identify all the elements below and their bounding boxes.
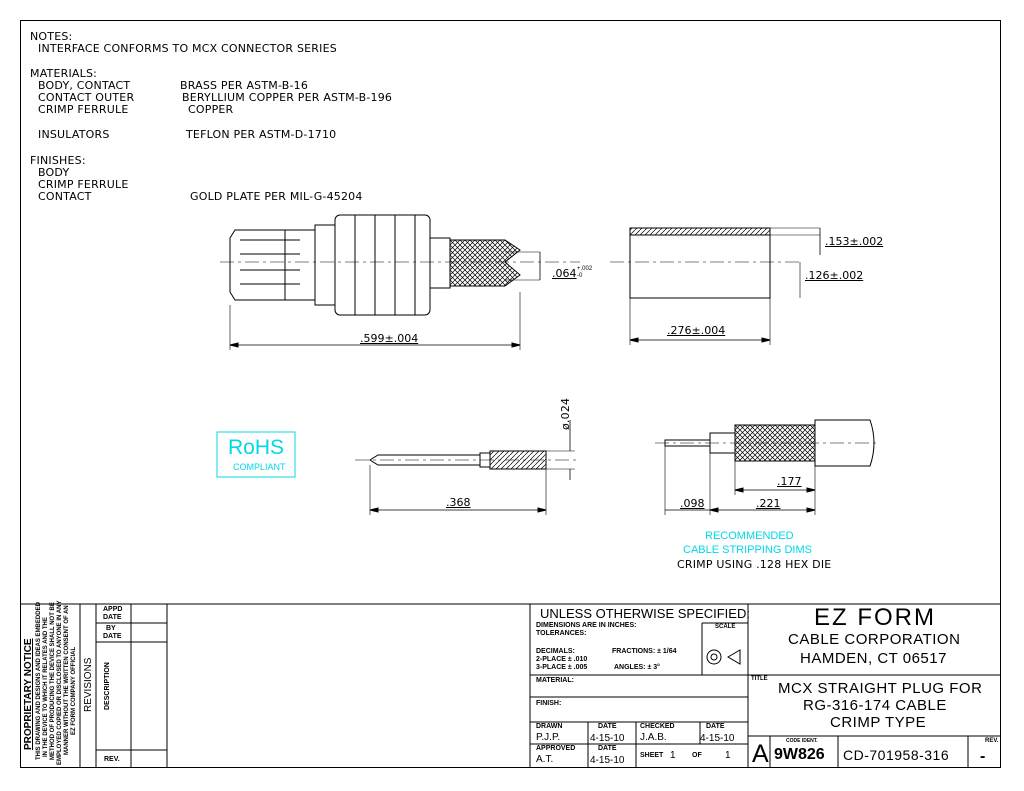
sheet-total: 1 bbox=[725, 750, 731, 761]
rohs-title: RoHS bbox=[228, 436, 285, 459]
title-label: TITLE bbox=[751, 676, 768, 682]
dim-strip-a: .177 bbox=[777, 475, 802, 488]
material-label: CONTACT OUTER bbox=[38, 91, 135, 104]
crimp-sleeve-drawing bbox=[610, 227, 821, 345]
proprietary-line: EMPLOYED COPIED OR DISCLOSED TO ANYONE I… bbox=[57, 600, 63, 765]
dim-sleeve-od: .153±.002 bbox=[825, 235, 884, 248]
material-value: BERYLLIUM COPPER PER ASTM-B-196 bbox=[182, 91, 393, 104]
drawn-date-label: DATE bbox=[598, 723, 617, 730]
rohs-compliant: COMPLIANT bbox=[233, 462, 286, 472]
proprietary-title: PROPRIETARY NOTICE bbox=[23, 638, 34, 751]
tolerance-tolerances: TOLERANCES: bbox=[536, 630, 587, 637]
company-line2: CABLE CORPORATION bbox=[788, 631, 961, 648]
approved-date-label: DATE bbox=[598, 745, 617, 752]
sheet-num: 1 bbox=[670, 750, 676, 761]
projection-symbol bbox=[706, 649, 741, 665]
checked-label: CHECKED bbox=[640, 723, 675, 730]
material-field: MATERIAL: bbox=[536, 677, 574, 684]
dim-ferrule-tol-minus: -0 bbox=[577, 273, 583, 279]
tolerance-angles: ANGLES: ± 3° bbox=[614, 664, 660, 671]
tolerance-dims: DIMENSIONS ARE IN INCHES: bbox=[536, 622, 637, 629]
finish-value: GOLD PLATE PER MIL-G-45204 bbox=[190, 190, 363, 203]
tolerance-fractions: FRACTIONS: ± 1/64 bbox=[612, 648, 677, 655]
proprietary-line: EZ FORM COMPANY OFFICIAL bbox=[71, 646, 77, 735]
material-label: CRIMP FERRULE bbox=[38, 103, 129, 116]
dim-sleeve-id: .126±.002 bbox=[805, 269, 864, 282]
sheet-of: OF bbox=[692, 752, 702, 759]
drawn-date: 4-15-10 bbox=[590, 733, 625, 744]
title-line3: CRIMP TYPE bbox=[830, 714, 927, 731]
company-name: EZ FORM bbox=[814, 604, 936, 631]
material-value: COPPER bbox=[188, 103, 234, 116]
rohs-box bbox=[216, 431, 296, 478]
dim-strip-c: .098 bbox=[680, 497, 705, 510]
tolerance-heading: UNLESS OTHERWISE SPECIFIED: bbox=[540, 606, 750, 621]
rev-label: REV. bbox=[985, 738, 999, 744]
approved-by: A.T. bbox=[536, 754, 554, 765]
material-label: BODY, CONTACT bbox=[38, 79, 131, 92]
finish-label: CRIMP FERRULE bbox=[38, 178, 129, 191]
plug-body-drawing bbox=[220, 214, 580, 350]
sheet-label: SHEET bbox=[640, 752, 664, 759]
rev-date1: DATE bbox=[103, 614, 122, 621]
dim-ferrule-dia: .064 bbox=[552, 267, 577, 280]
rev-by: BY bbox=[106, 625, 116, 632]
dim-sleeve-length: .276±.004 bbox=[667, 324, 726, 337]
dim-ferrule-tol-plus: +.002 bbox=[577, 266, 593, 272]
notes-interface: INTERFACE CONFORMS TO MCX CONNECTOR SERI… bbox=[38, 42, 337, 55]
dim-pin-length: .368 bbox=[446, 496, 471, 509]
proprietary-line: MANNER WITHOUT THE WRITTEN CONSENT OF AN bbox=[64, 605, 70, 755]
material-value: TEFLON PER ASTM-D-1710 bbox=[186, 128, 337, 141]
approved-date: 4-15-10 bbox=[590, 755, 625, 766]
drawing-sheet bbox=[20, 20, 1001, 768]
cable-stripping-drawing bbox=[655, 419, 880, 515]
revisions-label: REVISIONS bbox=[83, 657, 94, 712]
rev-appd: APPD bbox=[103, 606, 123, 613]
checked-date-label: DATE bbox=[706, 723, 725, 730]
stripping-line2: CABLE STRIPPING DIMS bbox=[683, 544, 812, 556]
drawn-by: P.J.P. bbox=[536, 732, 561, 743]
crimp-note: CRIMP USING .128 HEX DIE bbox=[677, 558, 832, 571]
tolerance-three-place: 3-PLACE ± .005 bbox=[536, 664, 588, 671]
approved-label: APPROVED bbox=[536, 745, 576, 752]
proprietary-line: METHOD OF PRODUCING THE DEVICE SHALL NOT… bbox=[50, 602, 56, 760]
title-line2: RG-316-174 CABLE bbox=[803, 697, 947, 714]
dim-plug-length: .599±.004 bbox=[360, 332, 419, 345]
tolerance-two-place: 2-PLACE ± .010 bbox=[536, 656, 588, 663]
finish-label: BODY bbox=[38, 166, 70, 179]
stripping-line1: RECOMMENDED bbox=[705, 530, 794, 542]
finishes-heading: FINISHES: bbox=[30, 154, 86, 167]
drawing-number: CD-701958-316 bbox=[843, 747, 950, 763]
drawn-label: DRAWN bbox=[536, 723, 563, 730]
size-letter: A bbox=[752, 740, 769, 768]
dim-strip-b: .221 bbox=[756, 497, 781, 510]
rev-rev: REV. bbox=[104, 756, 120, 763]
connector-drawings bbox=[216, 214, 880, 515]
checked-by: J.A.B. bbox=[640, 732, 667, 743]
material-label: INSULATORS bbox=[38, 128, 110, 141]
proprietary-line: IN THE DEVICE TO WHICH IT RELATES AND TH… bbox=[43, 617, 49, 757]
rev-description: DESCRIPTION bbox=[104, 662, 111, 710]
materials-heading: MATERIALS: bbox=[30, 67, 98, 80]
proprietary-line: THIS DRAWING AND DESIGNS AND IDEAS EMBED… bbox=[36, 602, 42, 760]
tolerance-scale: SCALE bbox=[715, 624, 736, 630]
rev-date2: DATE bbox=[103, 633, 122, 640]
material-value: BRASS PER ASTM-B-16 bbox=[180, 79, 309, 92]
finish-field: FINISH: bbox=[536, 700, 562, 707]
company-line3: HAMDEN, CT 06517 bbox=[800, 650, 947, 667]
checked-date: 4-15-10 bbox=[700, 733, 735, 744]
tolerance-decimals: DECIMALS: bbox=[536, 648, 575, 655]
contact-pin-drawing bbox=[355, 420, 580, 515]
notes-heading: NOTES: bbox=[30, 30, 73, 43]
finish-label: CONTACT bbox=[38, 190, 92, 203]
code-ident: 9W826 bbox=[774, 746, 825, 763]
title-line1: MCX STRAIGHT PLUG FOR bbox=[778, 680, 983, 697]
rev-value: - bbox=[980, 748, 986, 765]
code-ident-label: CODE IDENT. bbox=[786, 738, 818, 744]
